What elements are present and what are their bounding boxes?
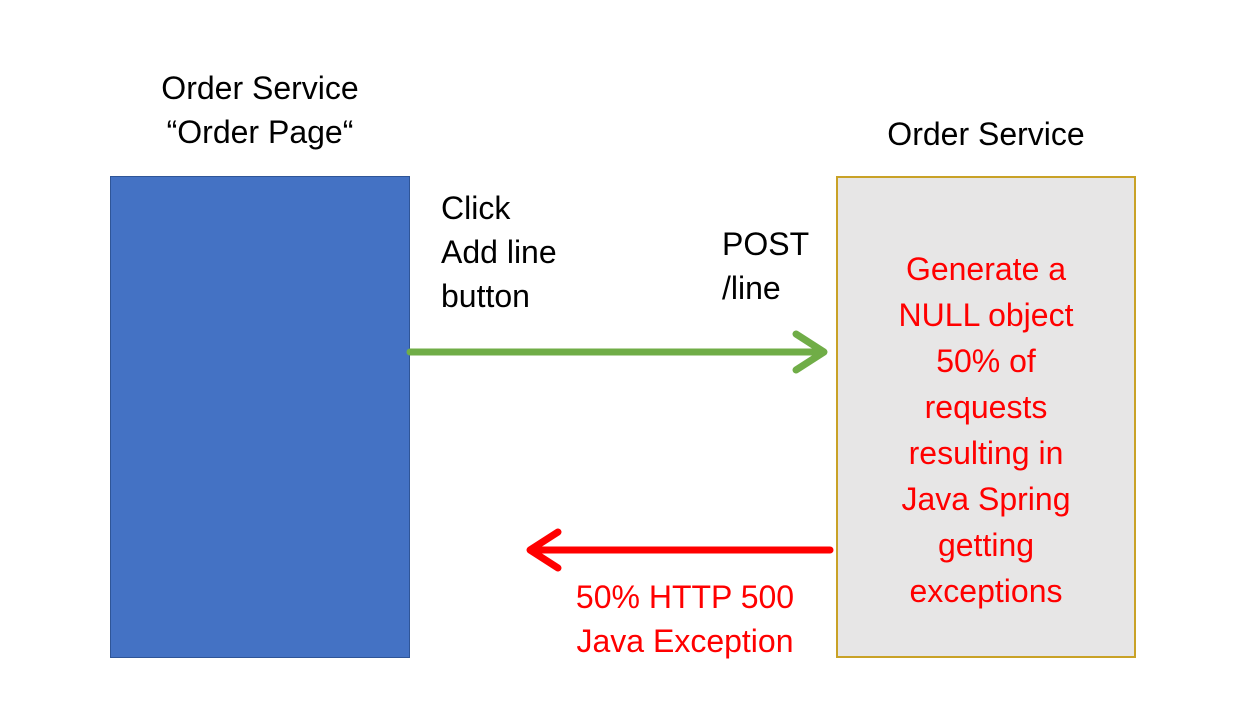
error-response-arrow bbox=[526, 528, 834, 572]
description-line-5: resulting in bbox=[908, 435, 1064, 471]
error-response-label: 50% HTTP 500 Java Exception bbox=[545, 575, 825, 663]
order-page-title: Order Service “Order Page“ bbox=[110, 66, 410, 154]
description-line-3: 50% of bbox=[936, 343, 1036, 379]
order-page-title-line1: Order Service bbox=[161, 70, 359, 106]
order-service-description: Generate a NULL object 50% of requests r… bbox=[838, 246, 1134, 614]
click-label-line2: Add line bbox=[441, 234, 557, 270]
click-label-line3: button bbox=[441, 278, 530, 314]
description-line-8: exceptions bbox=[909, 573, 1063, 609]
description-line-2: NULL object bbox=[898, 297, 1074, 333]
description-line-6: Java Spring bbox=[901, 481, 1071, 517]
click-action-label: Click Add line button bbox=[441, 186, 661, 318]
order-service-title: Order Service bbox=[887, 116, 1085, 152]
description-line-7: getting bbox=[937, 527, 1035, 563]
description-line-1: Generate a bbox=[905, 251, 1067, 287]
http-request-label: POST /line bbox=[722, 222, 832, 310]
http-path: /line bbox=[722, 270, 781, 306]
order-page-title-line2: “Order Page“ bbox=[166, 114, 354, 150]
request-arrow bbox=[406, 330, 828, 374]
description-line-4: requests bbox=[924, 389, 1048, 425]
error-line2: Java Exception bbox=[576, 623, 794, 659]
click-label-line1: Click bbox=[441, 190, 511, 226]
http-method: POST bbox=[722, 226, 810, 262]
order-service-box: Generate a NULL object 50% of requests r… bbox=[836, 176, 1136, 658]
order-page-box bbox=[110, 176, 410, 658]
error-line1: 50% HTTP 500 bbox=[575, 579, 795, 615]
